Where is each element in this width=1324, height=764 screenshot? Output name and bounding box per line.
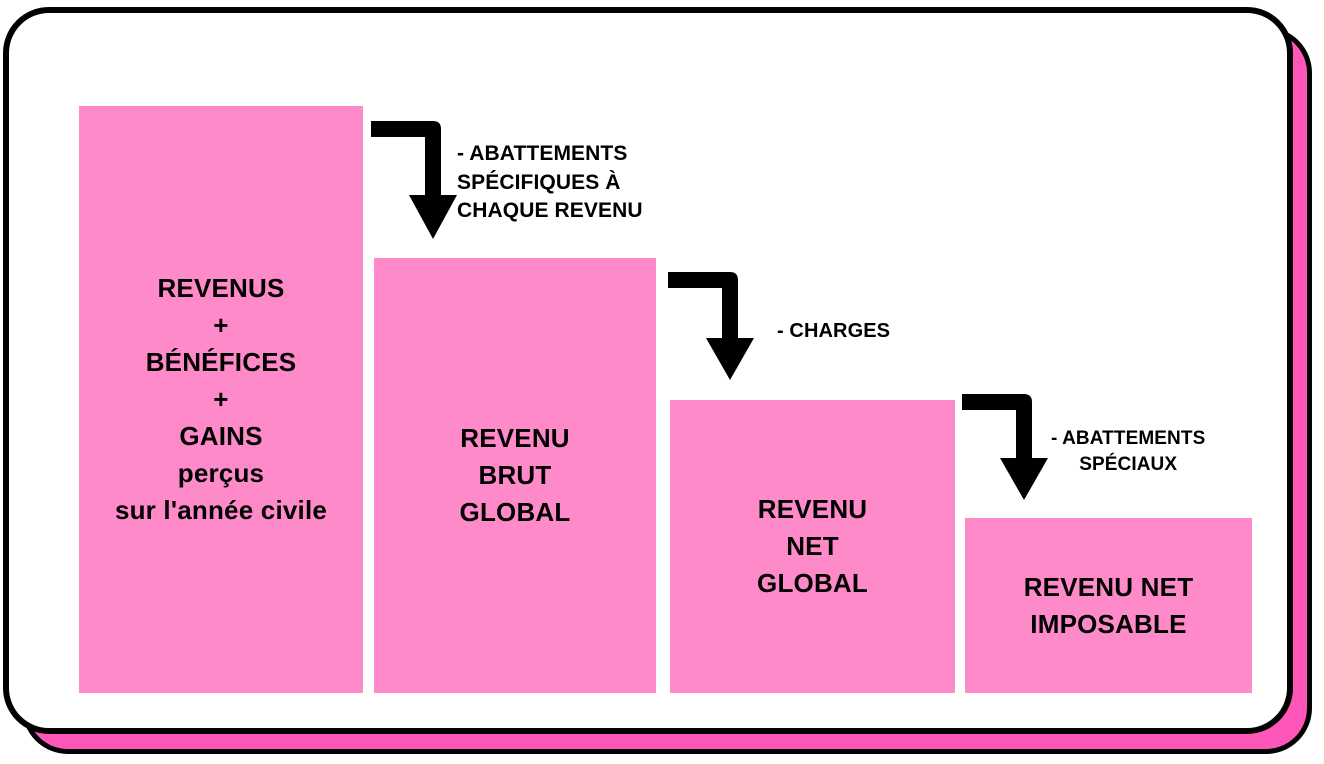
step-bar-label: REVENU NET GLOBAL (757, 494, 868, 598)
deduction-caption-abattements-speciaux: - ABATTEMENTS SPÉCIAUX (1051, 428, 1206, 475)
step-bar-revenu-brut-global[interactable]: REVENU BRUT GLOBAL (374, 258, 656, 693)
step-bar-label: REVENU NET IMPOSABLE (1023, 571, 1194, 639)
step-bar-revenu-net-global[interactable]: REVENU NET GLOBAL (670, 400, 955, 693)
step-bar-label: REVENUS + BÉNÉFICES + GAINS perçus sur l… (114, 273, 328, 525)
step-bar-revenus[interactable]: REVENUS + BÉNÉFICES + GAINS perçus sur l… (79, 106, 363, 693)
step-bar-label: REVENU BRUT GLOBAL (459, 423, 571, 527)
deduction-arrow-abattements-speciaux (962, 392, 1048, 502)
deduction-caption-abattements-specifiques: - ABATTEMENTS SPÉCIFIQUES À CHAQUE REVEN… (457, 142, 643, 223)
deduction-arrow-charges (668, 270, 754, 382)
step-bar-revenu-net-imposable[interactable]: REVENU NET IMPOSABLE (965, 518, 1252, 693)
deduction-caption-charges: - CHARGES (777, 320, 891, 342)
deduction-arrow-abattements-specifiques (371, 119, 457, 241)
